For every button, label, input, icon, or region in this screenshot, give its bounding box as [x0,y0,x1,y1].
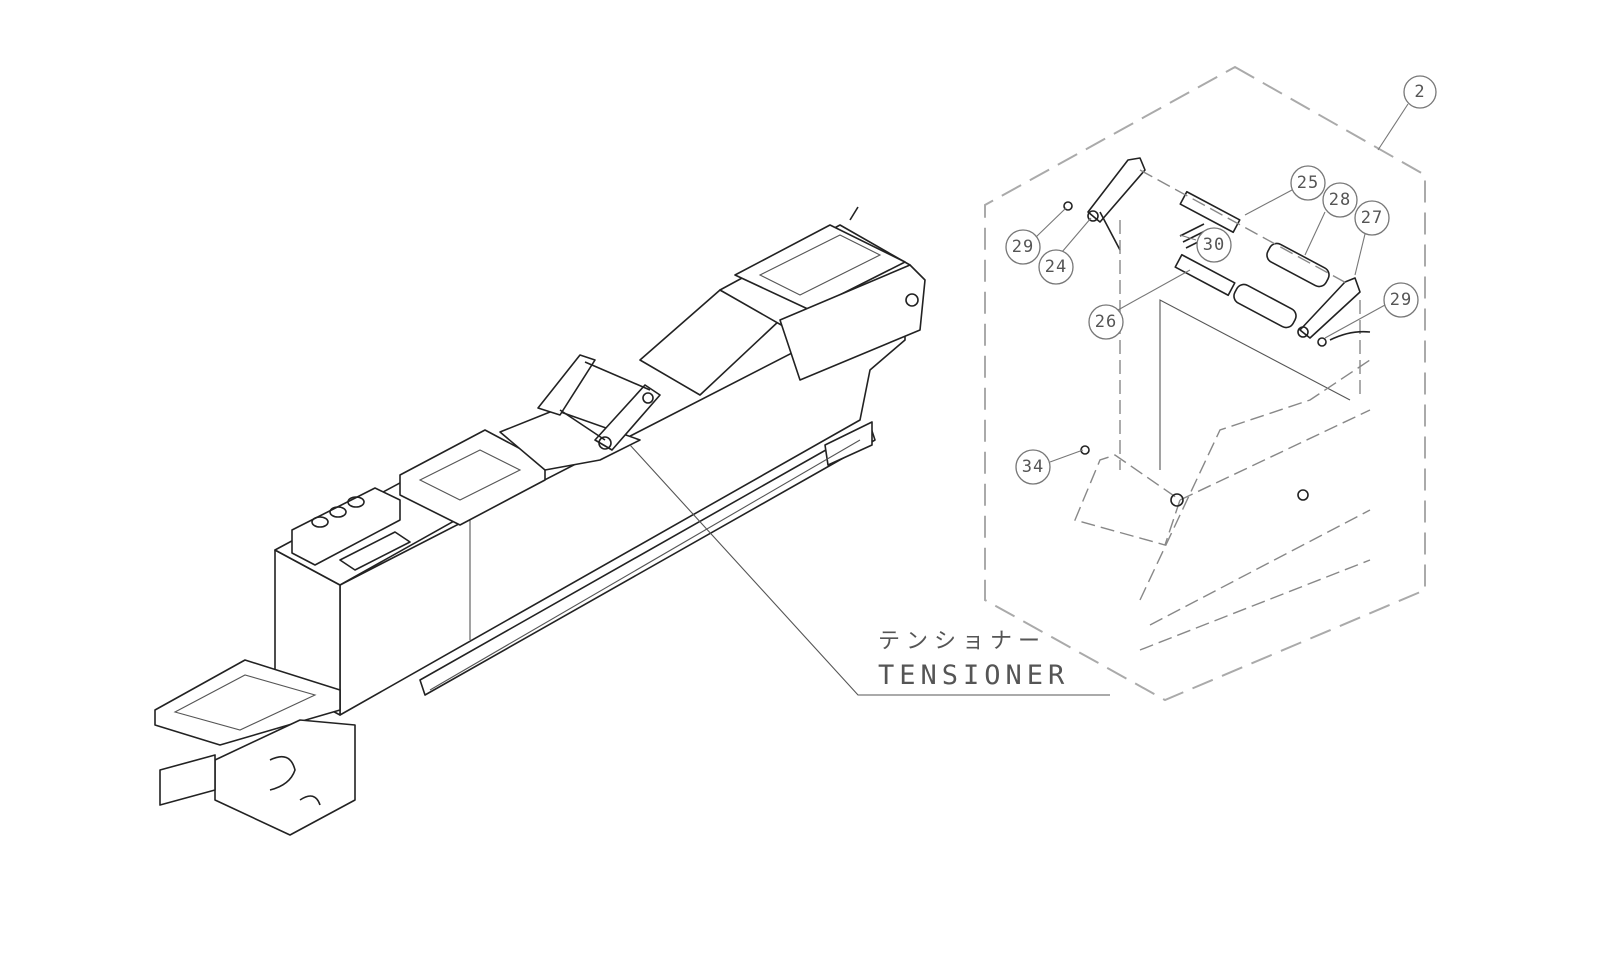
balloon-30: 30 [1196,227,1232,263]
balloon-34: 34 [1015,449,1051,485]
balloon-2: 2 [1403,75,1437,109]
balloon-27: 27 [1354,200,1390,236]
svg-text:34: 34 [1022,457,1044,477]
balloon-29-left: 29 [1005,229,1041,265]
svg-text:30: 30 [1203,235,1225,255]
feeder-assembly-drawing [154,206,1110,836]
detail-frame [984,65,1426,702]
svg-text:26: 26 [1095,312,1117,332]
svg-text:29: 29 [1390,290,1412,310]
svg-text:29: 29 [1012,237,1034,257]
exploded-parts [1063,157,1371,651]
leader-lines [1034,103,1409,463]
svg-text:2: 2 [1414,82,1425,102]
svg-text:28: 28 [1329,190,1351,210]
tensioner-label: TENSIONER [878,660,1069,691]
tensioner-label-jp: テンショナー [878,629,1046,654]
balloon-25: 25 [1290,165,1326,201]
svg-text:25: 25 [1297,173,1319,193]
balloon-29-right: 29 [1383,282,1419,318]
balloon-24: 24 [1038,249,1074,285]
balloon-26: 26 [1088,304,1124,340]
balloon-28: 28 [1322,182,1358,218]
svg-text:27: 27 [1361,208,1383,228]
svg-text:24: 24 [1045,257,1067,277]
